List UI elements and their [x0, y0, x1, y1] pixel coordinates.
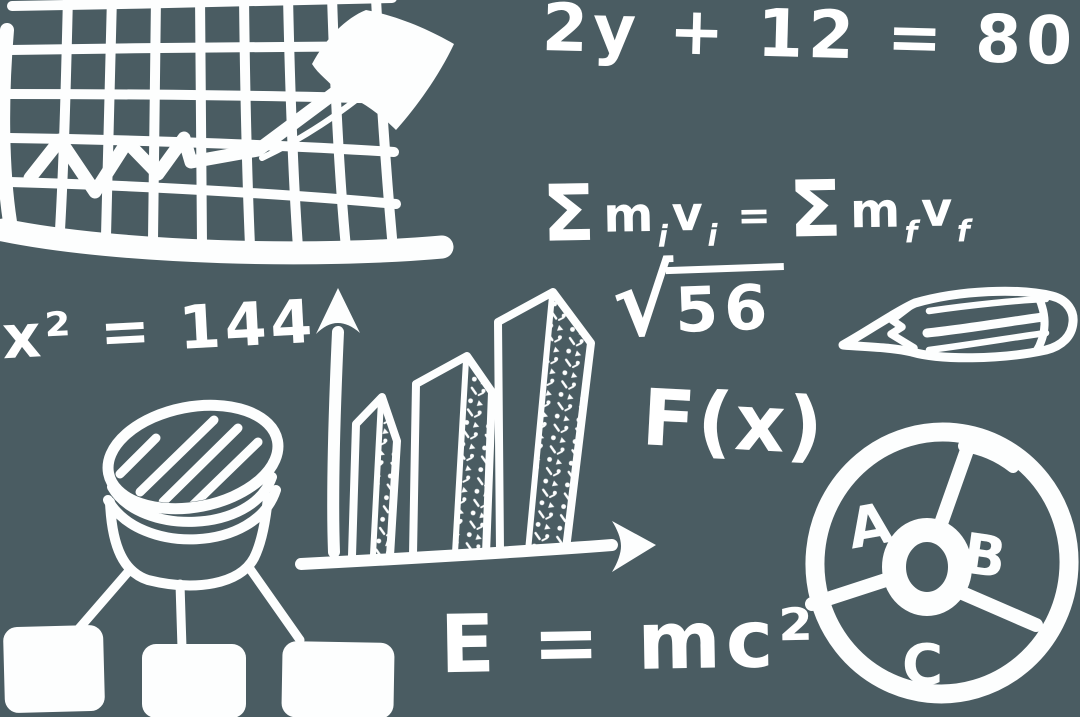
pencil-eraser-divider: [1032, 292, 1049, 356]
line-chart-with-growth-arrow-doodle: [0, 0, 454, 265]
formula-quadratic: x² = 144: [0, 286, 318, 374]
pie-label-a: A: [843, 491, 898, 563]
cylinder-top: [102, 399, 284, 515]
pie-divider-left: [805, 570, 902, 611]
bar-x-axis: [295, 539, 618, 570]
momentum-equals: =: [736, 192, 774, 240]
pie-label-b: B: [959, 521, 1010, 591]
cylinder-hatch-lines: [115, 415, 263, 513]
pie-divider-right: [953, 585, 1043, 632]
bar-x-axis-arrowhead-icon: [612, 521, 656, 572]
momentum-v2: v: [920, 181, 955, 239]
pie-label-c: C: [902, 633, 943, 698]
connector-left: [71, 567, 133, 637]
pencil-edge-bottom: [925, 329, 1050, 354]
momentum-sub-i2: i: [707, 218, 720, 254]
bar-medium: [409, 352, 496, 559]
formula-mass-energy: E = mc²: [439, 591, 819, 692]
formula-momentum-conservation: Σmivi=Σmfvf: [541, 164, 974, 260]
cylinder-body: [105, 492, 273, 591]
flow-box-left: [3, 625, 105, 713]
formula-function-notation: F(x): [639, 373, 828, 473]
formula-linear-equation: 2y + 12 = 80: [541, 0, 1079, 80]
pie-chart-doodle: A B C: [805, 422, 1079, 704]
momentum-sub-f2: f: [956, 214, 973, 250]
chart-baseline-swoosh: [0, 218, 454, 265]
chart-y-axis: [0, 23, 17, 229]
momentum-sub-f1: f: [904, 215, 920, 251]
bar-y-axis-arrowhead-icon: [316, 288, 360, 334]
connector-center: [175, 579, 187, 653]
pencil-edge-mid: [922, 312, 1048, 338]
radicand: 56: [665, 263, 787, 347]
trend-line-sketch-stroke: [259, 97, 359, 161]
sigma-symbol: Σ: [541, 168, 599, 260]
bar-small: [348, 393, 401, 560]
flow-box-right: [281, 641, 395, 717]
bar-chart-doodle: [295, 288, 656, 572]
connector-right: [243, 561, 305, 645]
bar-y-axis: [327, 326, 344, 558]
pie-divider-top-flick: [958, 440, 1019, 473]
momentum-m2: m: [849, 182, 903, 240]
pie-outer-ring: [805, 422, 1079, 704]
bar-large: [494, 288, 595, 555]
sigma-symbol: Σ: [787, 164, 845, 256]
flow-box-center: [142, 644, 246, 717]
growth-arrow-icon: [312, 10, 454, 130]
database-flowchart-doodle: [3, 399, 395, 717]
momentum-m1: m: [602, 186, 656, 244]
cylinder-rim-1: [107, 472, 277, 527]
pencil-icon: [838, 286, 1078, 363]
formula-square-root: √ 56: [610, 248, 787, 359]
momentum-v1: v: [671, 185, 706, 243]
pencil-collar: [887, 300, 918, 352]
pencil-edge-top: [925, 295, 1050, 315]
pie-center-hub: [882, 518, 972, 616]
trend-line: [23, 61, 375, 199]
